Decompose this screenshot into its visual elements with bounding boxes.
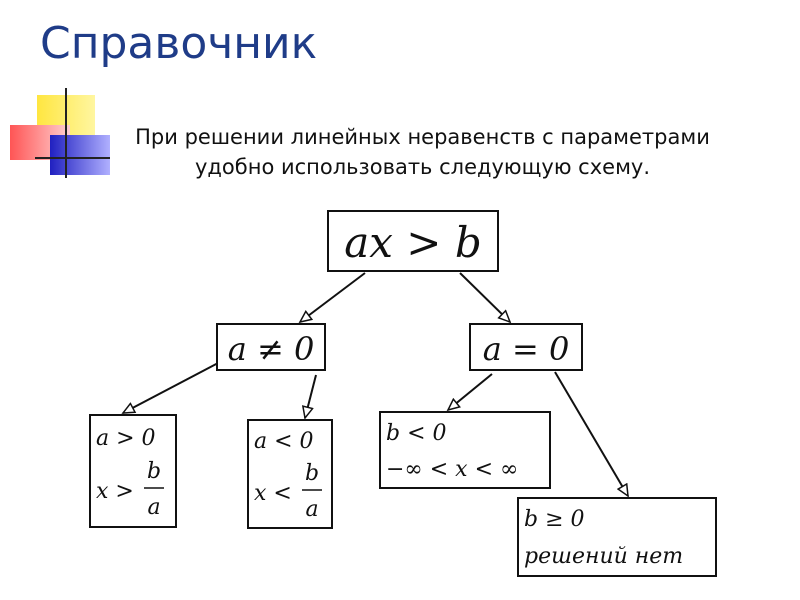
node-b-ge-0-condition: b ≥ 0	[524, 507, 585, 532]
node-a-gt-0-denominator: a	[147, 495, 160, 520]
node-a-ne-0: a ≠ 0	[217, 324, 325, 370]
node-a-eq-0: a = 0	[470, 324, 582, 370]
node-a-lt-0-denominator: a	[305, 497, 318, 522]
node-b-ge-0: b ≥ 0 решений нет	[518, 498, 716, 576]
node-b-ge-0-solution: решений нет	[524, 544, 683, 569]
arrow-root-to-a-eq-0	[460, 273, 510, 322]
arrow-root-to-a-ne-0	[300, 273, 365, 322]
node-a-gt-0-condition: a > 0	[96, 426, 156, 451]
node-a-gt-0-solution-lhs: x >	[96, 479, 134, 504]
arrow-a-eq-0-to-b-ge-0	[555, 372, 628, 496]
node-b-lt-0-condition: b < 0	[386, 421, 447, 446]
node-a-ne-0-text: a ≠ 0	[228, 330, 315, 368]
node-root-text: ax > b	[344, 218, 482, 267]
node-root: ax > b	[328, 211, 498, 271]
node-a-lt-0-condition: a < 0	[254, 429, 314, 454]
arrow-a-ne-0-to-a-gt-0	[123, 362, 220, 413]
node-a-gt-0: a > 0 x > b a	[90, 415, 176, 527]
node-a-lt-0: a < 0 x < b a	[248, 420, 332, 528]
node-a-lt-0-numerator: b	[305, 461, 319, 486]
node-a-gt-0-numerator: b	[147, 459, 161, 484]
node-a-lt-0-solution-lhs: x <	[254, 481, 292, 506]
node-b-lt-0-solution: −∞ < x < ∞	[386, 457, 518, 482]
arrow-a-ne-0-to-a-lt-0	[305, 375, 316, 418]
arrow-a-eq-0-to-b-lt-0	[448, 374, 492, 410]
node-a-eq-0-text: a = 0	[483, 330, 570, 368]
node-b-lt-0: b < 0 −∞ < x < ∞	[380, 412, 550, 488]
